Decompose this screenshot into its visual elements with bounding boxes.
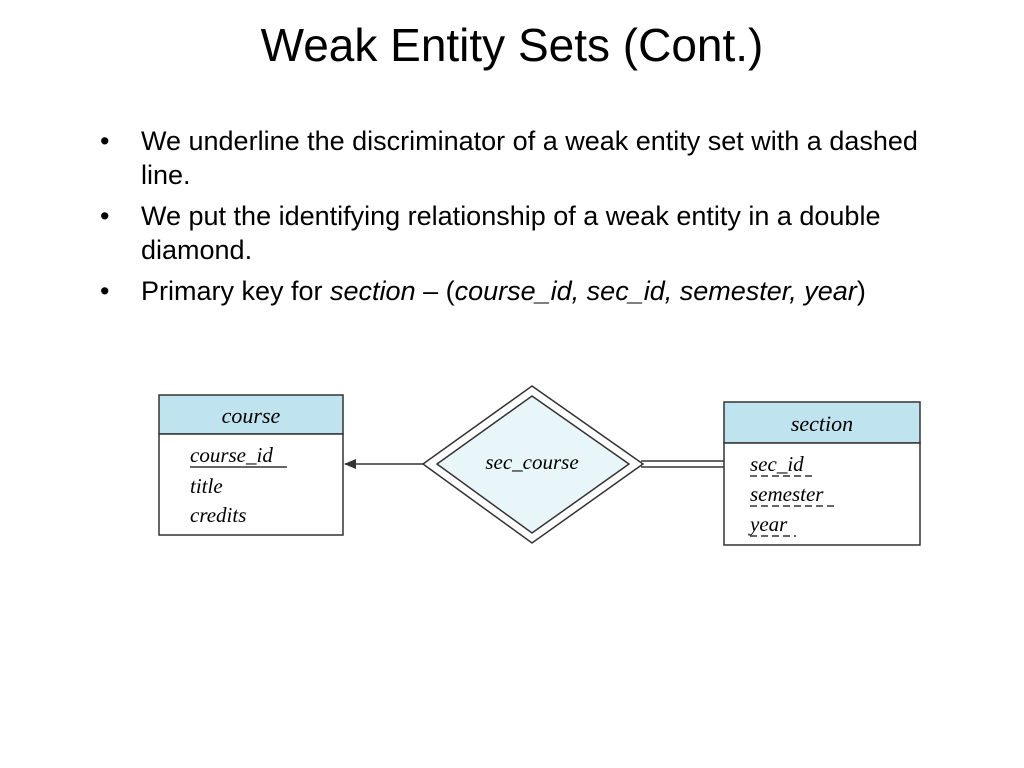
relationship-name: sec_course xyxy=(485,450,578,474)
bullet-text-mid: – ( xyxy=(415,276,455,306)
entity-section-header xyxy=(723,401,921,444)
relationship-sec-course: sec_course xyxy=(421,385,645,544)
entity-section-body xyxy=(723,442,921,546)
attr-course-id: course_id xyxy=(190,443,273,467)
bullet-dot: • xyxy=(100,201,110,231)
bullet-dot: • xyxy=(100,276,110,306)
bullet-text: We underline the discriminator of a weak… xyxy=(141,126,918,190)
entity-course-header xyxy=(158,394,344,435)
attr-credits: credits xyxy=(190,503,246,527)
bullet-dot: • xyxy=(100,126,110,156)
entity-course: course course_id title credits xyxy=(158,394,344,536)
slide-title: Weak Entity Sets (Cont.) xyxy=(260,19,764,71)
bullet-item-1: • We underline the discriminator of a we… xyxy=(100,124,920,192)
bullet-text-entity: section xyxy=(330,276,416,306)
bullet-text-prefix: Primary key for xyxy=(141,276,331,306)
attr-year: year xyxy=(748,512,788,536)
attr-title: title xyxy=(190,474,223,498)
bullet-item-2: • We put the identifying relationship of… xyxy=(100,199,920,267)
double-diamond-inner xyxy=(435,395,631,534)
entity-course-name: course xyxy=(222,403,281,428)
bullet-text-keys: course_id, sec_id, semester, year xyxy=(454,276,857,306)
entity-section: section sec_id semester year xyxy=(723,401,921,546)
bullet-item-3: • Primary key for section – (course_id, … xyxy=(100,274,920,308)
bullet-list: • We underline the discriminator of a we… xyxy=(100,124,920,315)
entity-course-body xyxy=(158,433,344,536)
entity-section-name: section xyxy=(791,411,853,436)
attr-semester: semester xyxy=(750,482,824,506)
attr-sec-id: sec_id xyxy=(750,452,804,476)
bullet-text-suffix: ) xyxy=(856,276,866,306)
bullet-text: We put the identifying relationship of a… xyxy=(141,201,881,265)
